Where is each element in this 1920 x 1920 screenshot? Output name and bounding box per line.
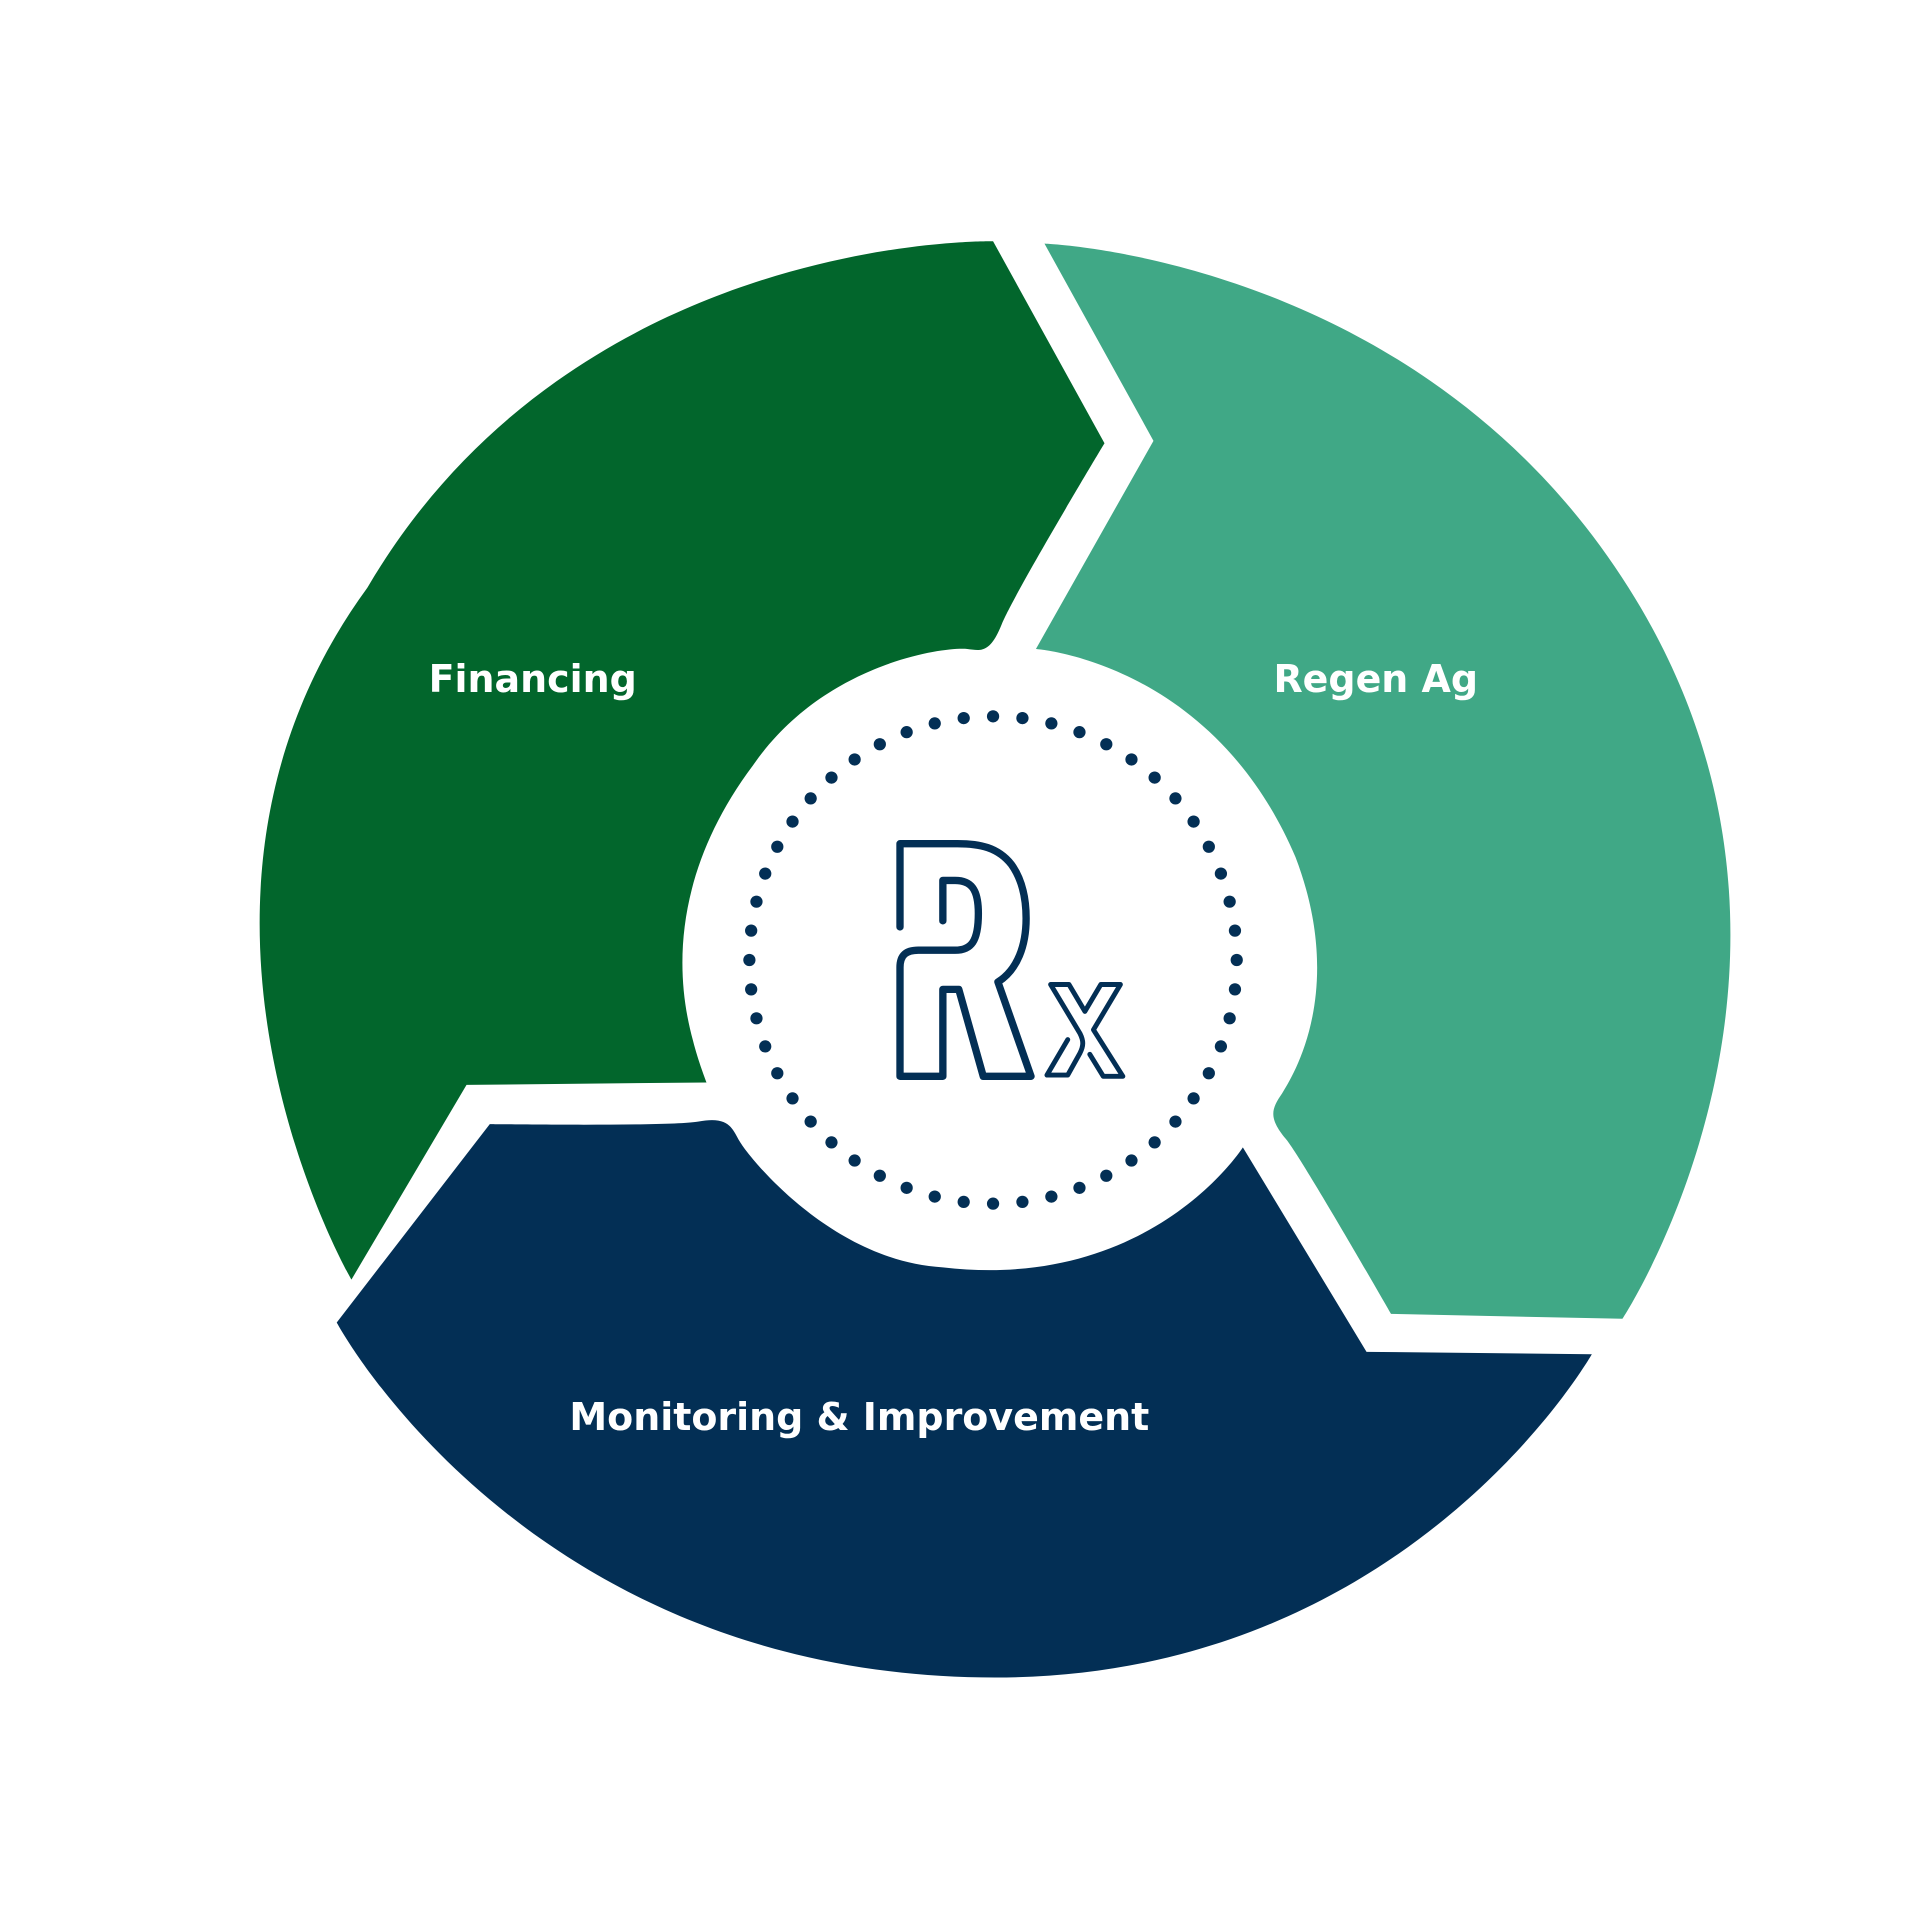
ring-dot: [786, 1092, 799, 1105]
ring-dot: [848, 1154, 861, 1167]
label-regen-ag: Regen Ag: [1273, 657, 1478, 701]
ring-dot: [1214, 867, 1228, 880]
ring-dot: [986, 1197, 1000, 1210]
segment-financing: [259, 241, 1105, 1280]
ring-dot: [873, 738, 886, 751]
ring-dot: [1187, 1092, 1200, 1105]
ring-dot: [1125, 1154, 1138, 1167]
ring-dot: [804, 1115, 817, 1128]
ring-dot: [1228, 924, 1242, 937]
ring-dot: [1228, 983, 1242, 996]
ring-dot: [1073, 1181, 1086, 1194]
ring-dot: [1148, 771, 1161, 784]
ring-dot: [745, 924, 758, 937]
ring-dot: [1016, 1195, 1029, 1209]
ring-dot: [759, 867, 772, 880]
ring-dot: [1169, 792, 1182, 805]
ring-dot: [1169, 1115, 1182, 1128]
rx-symbol-icon: [896, 840, 1126, 1080]
segment-regen-ag: [1035, 243, 1731, 1319]
label-monitoring: Monitoring & Improvement: [569, 1395, 1149, 1439]
ring-dot: [848, 753, 861, 766]
ring-dot: [1187, 815, 1200, 828]
ring-dot: [1045, 717, 1058, 730]
segment-monitoring: [336, 1120, 1592, 1678]
ring-dot: [750, 1012, 763, 1025]
ring-dot: [1045, 1190, 1058, 1203]
label-financing: Financing: [429, 657, 637, 701]
ring-dot: [1223, 1012, 1236, 1025]
ring-dot: [1223, 895, 1236, 908]
ring-dot: [928, 717, 941, 730]
ring-dot: [1073, 726, 1086, 739]
ring-dot: [759, 1040, 772, 1053]
ring-dot: [1202, 1067, 1215, 1080]
ring-dot: [743, 953, 756, 967]
ring-dot: [957, 1195, 970, 1209]
ring-dot: [1230, 953, 1243, 967]
ring-dot: [804, 792, 817, 805]
ring-dot: [750, 895, 763, 908]
ring-dot: [900, 726, 913, 739]
ring-dot: [928, 1190, 941, 1203]
dotted-ring: [743, 710, 1243, 1210]
ring-dot: [1125, 753, 1138, 766]
ring-dot: [771, 840, 784, 853]
ring-dot: [1100, 738, 1113, 751]
ring-dot: [825, 771, 838, 784]
ring-dot: [873, 1169, 886, 1182]
ring-dot: [745, 983, 758, 996]
ring-dot: [1214, 1040, 1228, 1053]
ring-dot: [900, 1181, 913, 1194]
ring-dot: [786, 815, 799, 828]
ring-dot: [957, 711, 970, 725]
ring-dot: [1100, 1169, 1113, 1182]
ring-dot: [1016, 711, 1029, 725]
ring-dot: [1202, 840, 1215, 853]
ring-dot: [825, 1136, 838, 1149]
ring-dot: [1148, 1136, 1161, 1149]
ring-dot: [771, 1067, 784, 1080]
ring-dot: [986, 710, 1000, 723]
